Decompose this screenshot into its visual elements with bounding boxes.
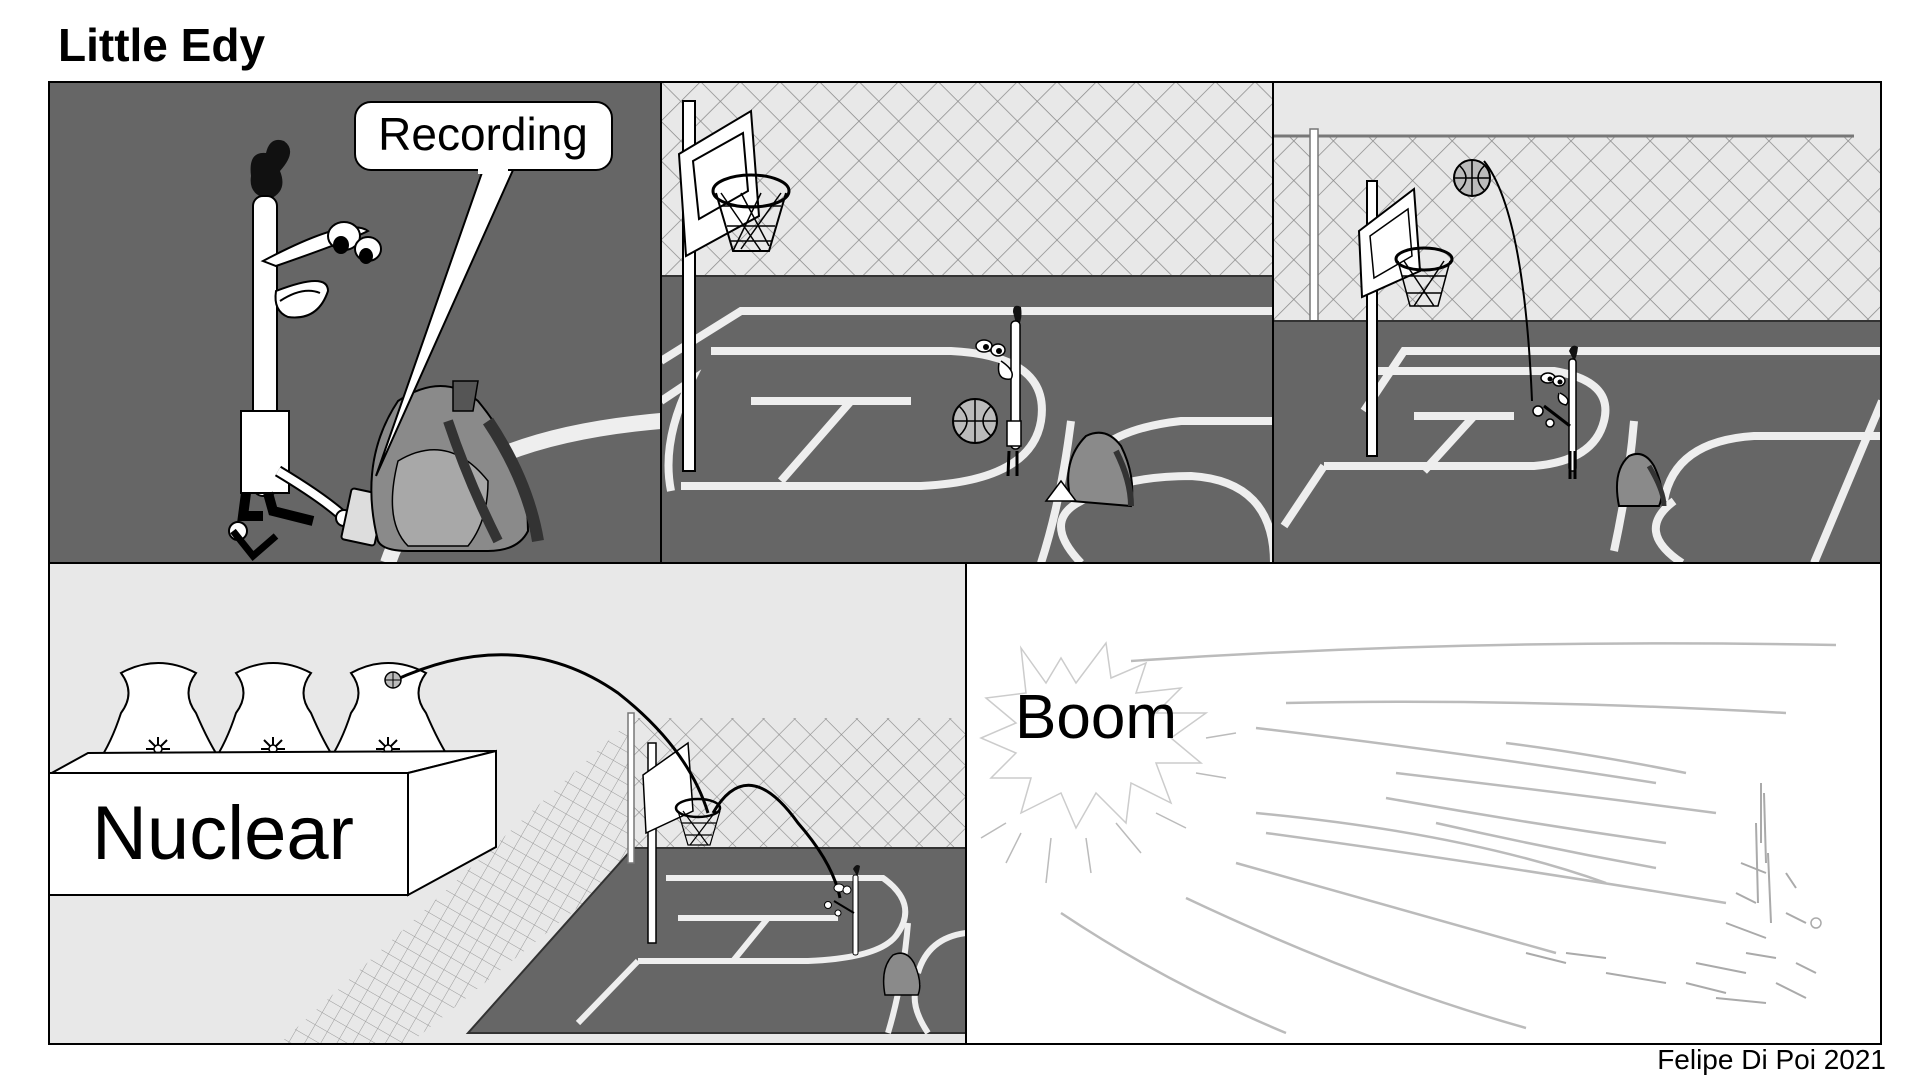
panel-divider [660, 81, 662, 563]
sign-text-nuclear: Nuclear [92, 791, 354, 876]
panel-5-art: Boom [966, 563, 1882, 1045]
panel-3-throw [1274, 81, 1882, 563]
sfx-text-boom: Boom [1015, 683, 1177, 752]
speech-text-recording: Recording [378, 108, 588, 160]
panel-1-art: Recording [48, 81, 661, 563]
panel-4-nuclear: Nuclear [48, 563, 966, 1045]
panel-2-shooting [661, 81, 1274, 563]
panel-4-art: Nuclear [48, 563, 966, 1045]
comic-title: Little Edy [58, 19, 266, 71]
panel-divider [965, 563, 967, 1045]
panel-2-art [661, 81, 1274, 563]
panel-5-boom: Boom [966, 563, 1882, 1045]
cooling-towers [85, 662, 464, 776]
panel-3-art [1274, 81, 1882, 563]
panel-1-recording: Recording [48, 81, 661, 563]
panel-divider [1272, 81, 1274, 563]
artist-credit: Felipe Di Poi 2021 [1657, 1044, 1886, 1075]
